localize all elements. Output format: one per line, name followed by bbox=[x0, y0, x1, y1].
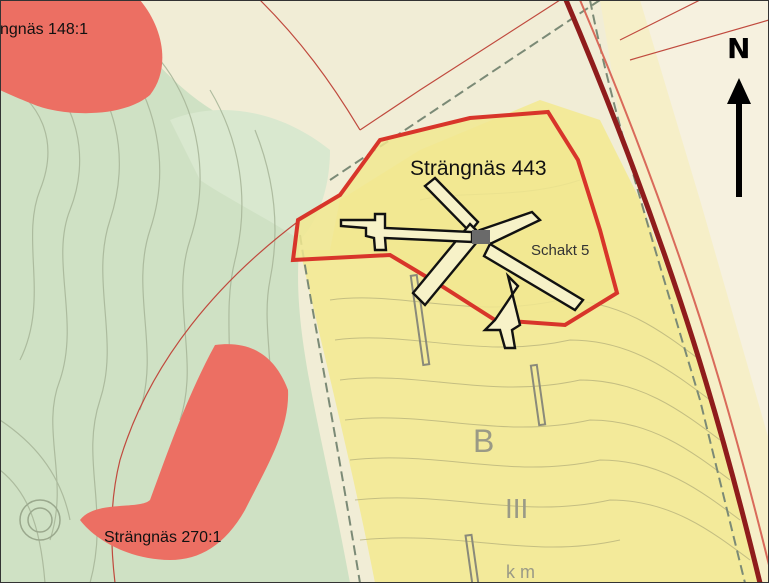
label-trench-5: Schakt 5 bbox=[531, 242, 589, 259]
ancient-remains-270[interactable] bbox=[80, 344, 289, 560]
trench-junction-marker bbox=[472, 230, 490, 244]
light-green-patch bbox=[170, 110, 330, 240]
label-site-148: ngnäs 148:1 bbox=[0, 21, 88, 38]
north-arrow-icon bbox=[727, 78, 751, 197]
round-mound-icon bbox=[19, 499, 61, 541]
yellow-strip-area bbox=[600, 0, 769, 583]
label-site-270: Strängnäs 270:1 bbox=[104, 529, 222, 546]
trench-5-outline[interactable] bbox=[339, 176, 585, 350]
zone-label-km: k m bbox=[506, 562, 535, 582]
building-outlines bbox=[409, 273, 547, 583]
zone-label-iii: III bbox=[505, 493, 528, 524]
zone-label-b: B bbox=[473, 423, 494, 459]
north-letter: N bbox=[727, 32, 750, 65]
north-arrow: N bbox=[727, 32, 751, 197]
main-road bbox=[563, 0, 769, 583]
ancient-remains-148[interactable] bbox=[0, 0, 163, 114]
label-site-443: Strängnäs 443 bbox=[410, 157, 547, 180]
